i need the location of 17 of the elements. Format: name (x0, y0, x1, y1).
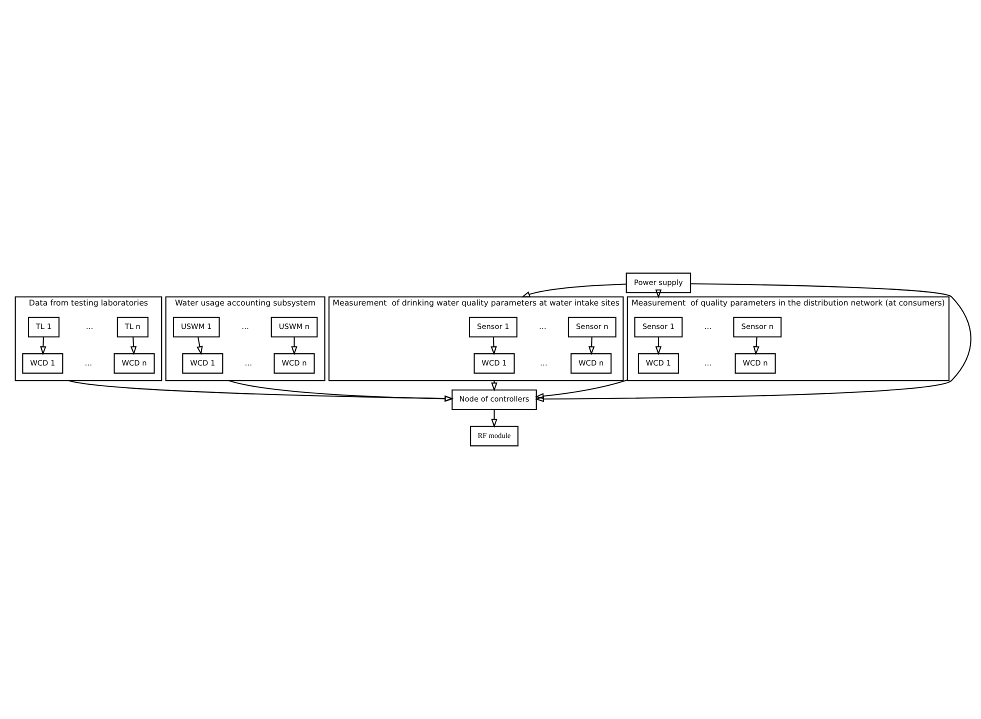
arrow (520, 284, 626, 298)
arrow (490, 380, 497, 392)
arrow (490, 410, 497, 428)
arrow (534, 380, 628, 400)
arrow (40, 336, 46, 356)
arrow (588, 336, 594, 356)
arrow (490, 336, 496, 356)
arrow (534, 283, 971, 402)
arrow (130, 336, 136, 356)
arrow (290, 336, 297, 356)
arrow (654, 336, 662, 356)
node-box: RF module (470, 426, 518, 446)
arrow (228, 380, 454, 402)
arrow (752, 336, 759, 356)
arrow (196, 336, 202, 356)
arrow (654, 290, 662, 298)
arrow (68, 380, 454, 402)
